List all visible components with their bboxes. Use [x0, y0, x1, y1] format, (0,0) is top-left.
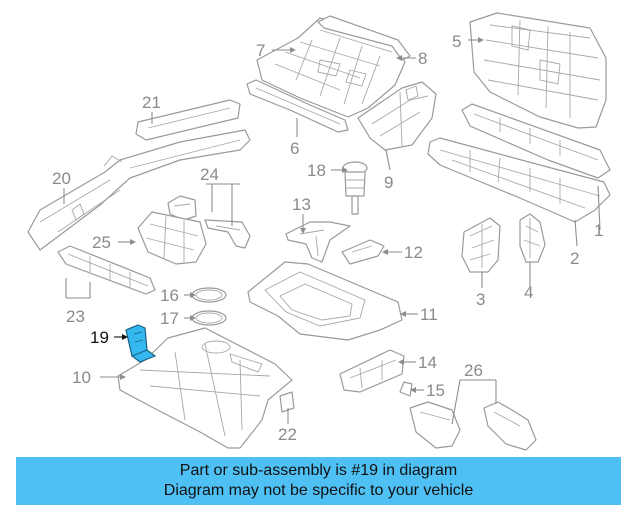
callout-24[interactable]: 24	[200, 165, 219, 184]
callout-labels: 1 2 3 4 5 6 7 8 9 10 11 12 13 14 15 16 1…	[52, 32, 603, 444]
callout-13[interactable]: 13	[292, 195, 311, 214]
part-26-brackets[interactable]	[409, 401, 537, 451]
part-18-plug[interactable]	[342, 161, 368, 215]
callout-15[interactable]: 15	[426, 381, 445, 400]
leader-lines	[63, 37, 601, 425]
callout-12[interactable]: 12	[404, 243, 423, 262]
part-25-tray[interactable]	[137, 211, 207, 265]
part-4-bracket[interactable]	[519, 213, 546, 263]
part-17-grommet[interactable]	[191, 310, 227, 326]
part-19-highlighted[interactable]	[125, 324, 157, 363]
part-13-bracket[interactable]	[285, 221, 351, 263]
part-15-clip[interactable]	[399, 381, 413, 397]
info-banner: Part or sub-assembly is #19 in diagram D…	[16, 457, 621, 505]
callout-7[interactable]: 7	[256, 41, 265, 60]
callout-3[interactable]: 3	[476, 290, 485, 309]
callout-19[interactable]: 19	[90, 328, 109, 347]
callout-5[interactable]: 5	[452, 32, 461, 51]
callout-4[interactable]: 4	[524, 283, 533, 302]
part-7-floor-panel[interactable]	[256, 17, 406, 118]
part-12-plate[interactable]	[341, 239, 385, 265]
callout-9[interactable]: 9	[384, 173, 393, 192]
part-11-wheel-well[interactable]	[247, 261, 403, 341]
callout-23[interactable]: 23	[66, 307, 85, 326]
banner-line-disclaimer: Diagram may not be specific to your vehi…	[163, 482, 474, 499]
callout-8[interactable]: 8	[418, 49, 427, 68]
parts-diagram: 1 2 3 4 5 6 7 8 9 10 11 12 13 14 15 16 1…	[27, 12, 611, 451]
part-22-plate[interactable]	[279, 391, 295, 413]
callout-26[interactable]: 26	[464, 361, 483, 380]
callout-14[interactable]: 14	[418, 353, 437, 372]
part-16-grommet[interactable]	[191, 287, 227, 303]
callout-18[interactable]: 18	[307, 161, 326, 180]
callout-2[interactable]: 2	[570, 249, 579, 268]
callout-1[interactable]: 1	[594, 221, 603, 240]
part-24-brackets[interactable]	[167, 195, 251, 249]
part-10-floor-pan[interactable]	[117, 327, 293, 449]
callout-22[interactable]: 22	[278, 425, 297, 444]
part-14-rail[interactable]	[339, 349, 405, 393]
callout-10[interactable]: 10	[72, 368, 91, 387]
part-3-bracket[interactable]	[461, 217, 501, 273]
callout-20[interactable]: 20	[52, 169, 71, 188]
callout-25[interactable]: 25	[92, 233, 111, 252]
part-20-side-rail[interactable]	[27, 129, 251, 251]
callout-17[interactable]: 17	[160, 309, 179, 328]
callout-16[interactable]: 16	[160, 286, 179, 305]
callout-6[interactable]: 6	[290, 139, 299, 158]
part-1-cross-member[interactable]	[427, 137, 611, 223]
banner-line-part-number: Part or sub-assembly is #19 in diagram	[179, 462, 458, 479]
part-21-rail[interactable]	[135, 99, 241, 141]
part-2-member[interactable]	[461, 103, 611, 179]
callout-11[interactable]: 11	[420, 305, 438, 324]
part-9-bracket[interactable]	[357, 81, 437, 151]
part-6-rail[interactable]	[246, 79, 349, 133]
part-23-lower-rail[interactable]	[57, 245, 156, 295]
part-5-rear-panel[interactable]	[469, 12, 607, 129]
callout-21[interactable]: 21	[142, 93, 161, 112]
